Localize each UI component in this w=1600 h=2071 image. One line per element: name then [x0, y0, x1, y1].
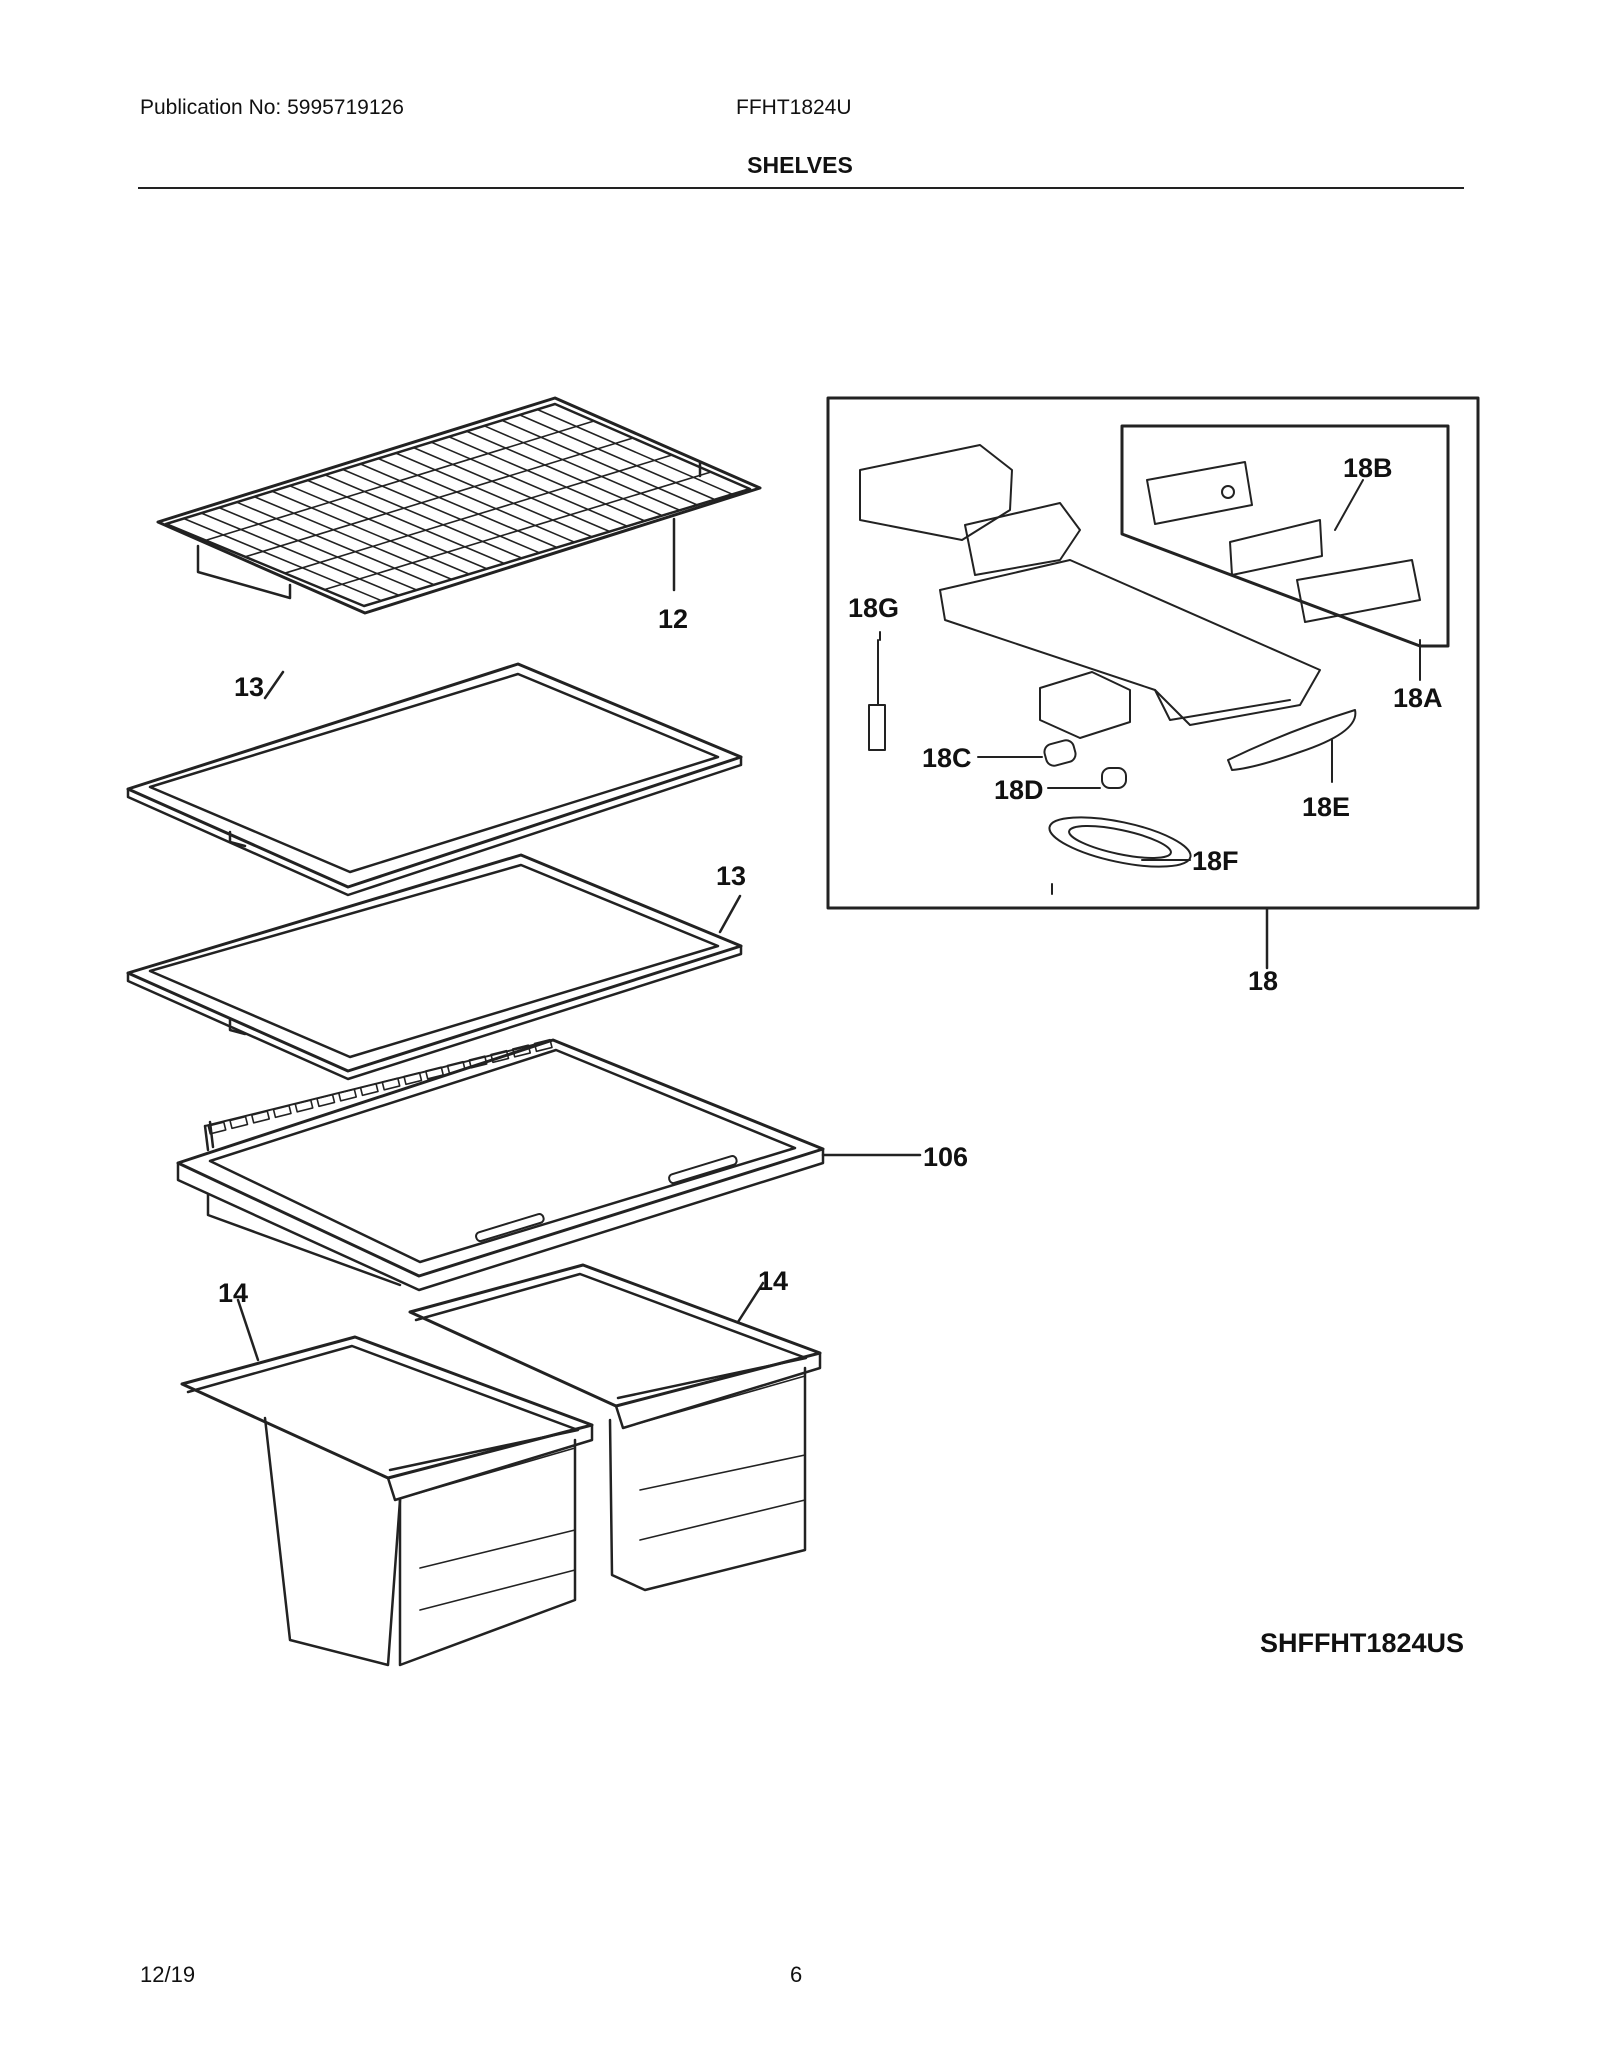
cover-rib	[446, 1060, 466, 1075]
wire-rod	[306, 479, 506, 565]
cover-rib	[294, 1099, 314, 1113]
wire-shelf-part	[156, 396, 762, 615]
wire-rod	[253, 495, 453, 581]
wire-rod	[342, 468, 541, 554]
callout-106: 106	[923, 1142, 968, 1172]
cover-rib	[359, 1082, 379, 1097]
callout-13-lower: 13	[716, 861, 746, 891]
callout-18: 18	[1248, 966, 1278, 996]
callout-14-left: 14	[218, 1278, 248, 1308]
wire-rod	[324, 474, 523, 559]
wire-rod	[200, 512, 400, 597]
diagram-code: SHFFHT1824US	[1259, 1628, 1464, 1658]
wire-rod	[518, 414, 716, 501]
cover-rib	[229, 1115, 249, 1130]
cover-rib	[403, 1071, 423, 1086]
crisper-drawer-left-part	[180, 1298, 594, 1667]
callout-18g: 18G	[848, 593, 899, 623]
page-number: 6	[790, 1962, 803, 1987]
wire-rod	[359, 463, 558, 549]
light-housing-part	[859, 444, 1421, 726]
cover-rib	[511, 1044, 532, 1058]
crisper-cover-part	[176, 1038, 922, 1292]
wire-rod	[271, 490, 471, 575]
callout-18f: 18F	[1192, 846, 1239, 876]
callout-18c: 18C	[922, 743, 972, 773]
page-title: SHELVES	[747, 152, 853, 178]
callout-18a: 18A	[1393, 683, 1443, 713]
control-module-part	[1146, 461, 1421, 623]
wire-rod	[218, 506, 418, 591]
cover-rib	[316, 1093, 336, 1108]
callout-18b: 18B	[1343, 453, 1393, 483]
wire-rod	[204, 420, 595, 542]
wire-rod	[323, 471, 712, 591]
crisper-drawer-right-part	[408, 1263, 822, 1592]
callout-18e: 18E	[1302, 792, 1350, 822]
wire-rod	[430, 441, 628, 528]
publication-number: Publication No: 5995719126	[140, 96, 404, 119]
cover-rib	[272, 1104, 292, 1119]
callout-18d: 18D	[994, 775, 1044, 805]
wire-rod	[448, 435, 646, 522]
wire-rod	[395, 452, 593, 538]
wire-rod	[283, 454, 673, 575]
wire-rod	[377, 457, 576, 543]
model-number: FFHT1824U	[736, 96, 852, 119]
cover-rib	[468, 1055, 488, 1069]
footer-date: 12/19	[140, 1962, 196, 1987]
callout-14-right: 14	[758, 1266, 788, 1296]
cover-rib	[207, 1121, 227, 1135]
wire-rod	[412, 446, 611, 533]
small-light-parts	[868, 631, 1357, 895]
glass-shelf-lower-part	[126, 853, 743, 1081]
wire-rod	[182, 517, 383, 602]
light-kit-frame	[826, 396, 1480, 970]
wire-rod	[244, 437, 634, 558]
wire-rod	[465, 430, 664, 517]
header-rule	[138, 187, 1464, 189]
cover-rib	[337, 1088, 358, 1102]
callout-12: 12	[658, 604, 688, 634]
cover-rib	[533, 1038, 553, 1053]
callout-13-upper: 13	[234, 672, 264, 702]
cover-rib	[250, 1110, 271, 1124]
wire-rod	[536, 408, 734, 496]
glass-shelf-upper-part	[126, 662, 743, 897]
wire-rod	[501, 419, 699, 506]
wire-rod	[483, 425, 681, 512]
wire-rod	[288, 485, 488, 570]
cover-rib	[424, 1066, 445, 1080]
cover-rib	[381, 1077, 401, 1091]
cover-rib	[490, 1049, 510, 1064]
wire-rod	[235, 501, 435, 586]
